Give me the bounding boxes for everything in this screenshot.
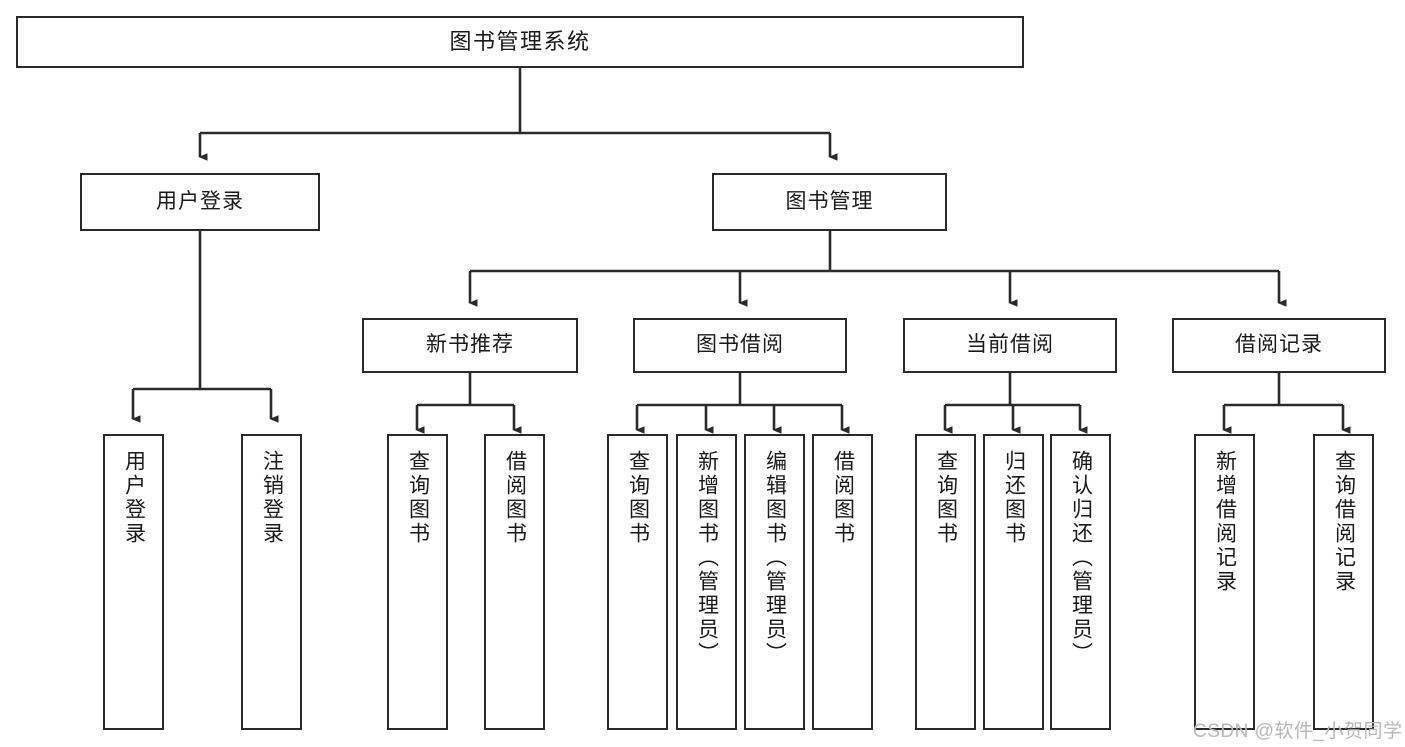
node-leaf-return-book[interactable]: 归还图书 <box>983 434 1044 730</box>
node-current-borrow-label: 当前借阅 <box>966 333 1054 357</box>
node-leaf-confirm-return-label: 确认归还（管理员） <box>1069 450 1093 666</box>
node-borrow-record[interactable]: 借阅记录 <box>1172 318 1386 373</box>
node-leaf-borrow-book-recommend-label: 借阅图书 <box>503 450 527 546</box>
node-leaf-query-book-current-label: 查询图书 <box>934 450 958 546</box>
node-leaf-add-borrow-record[interactable]: 新增借阅记录 <box>1194 434 1255 730</box>
node-leaf-query-book-recommend[interactable]: 查询图书 <box>387 434 448 730</box>
node-leaf-query-book-recommend-label: 查询图书 <box>406 450 430 546</box>
node-leaf-borrow-book-recommend[interactable]: 借阅图书 <box>484 434 545 730</box>
node-leaf-query-borrow-record[interactable]: 查询借阅记录 <box>1313 434 1374 730</box>
node-root-label: 图书管理系统 <box>449 29 591 55</box>
node-leaf-user-logout[interactable]: 注销登录 <box>241 434 302 730</box>
node-leaf-borrow-book[interactable]: 借阅图书 <box>812 434 873 730</box>
node-new-book-recommend-label: 新书推荐 <box>426 333 514 357</box>
node-leaf-return-book-label: 归还图书 <box>1002 450 1026 546</box>
node-book-borrow[interactable]: 图书借阅 <box>633 318 847 373</box>
node-leaf-query-book-label: 查询图书 <box>626 450 650 546</box>
node-leaf-edit-book[interactable]: 编辑图书（管理员） <box>744 434 805 730</box>
node-leaf-query-borrow-record-label: 查询借阅记录 <box>1332 450 1356 594</box>
csdn-watermark: CSDN @软件_小贺同学 <box>1193 721 1403 742</box>
node-book-borrow-label: 图书借阅 <box>696 333 784 357</box>
node-new-book-recommend[interactable]: 新书推荐 <box>362 318 578 373</box>
node-user-login[interactable]: 用户登录 <box>80 173 320 231</box>
node-book-manage-label: 图书管理 <box>785 189 874 213</box>
node-leaf-add-book-label: 新增图书（管理员） <box>695 450 719 666</box>
node-leaf-edit-book-label: 编辑图书（管理员） <box>763 450 787 666</box>
node-leaf-borrow-book-label: 借阅图书 <box>831 450 855 546</box>
node-leaf-query-book[interactable]: 查询图书 <box>607 434 668 730</box>
node-leaf-user-login[interactable]: 用户登录 <box>103 434 164 730</box>
node-borrow-record-label: 借阅记录 <box>1235 333 1323 357</box>
node-leaf-user-logout-label: 注销登录 <box>260 450 284 546</box>
node-leaf-query-book-current[interactable]: 查询图书 <box>915 434 976 730</box>
node-book-manage[interactable]: 图书管理 <box>712 173 947 231</box>
node-user-login-label: 用户登录 <box>156 189 244 213</box>
node-root[interactable]: 图书管理系统 <box>16 16 1024 68</box>
node-leaf-add-book[interactable]: 新增图书（管理员） <box>676 434 737 730</box>
node-leaf-confirm-return[interactable]: 确认归还（管理员） <box>1050 434 1111 730</box>
node-leaf-add-borrow-record-label: 新增借阅记录 <box>1213 450 1237 594</box>
node-leaf-user-login-label: 用户登录 <box>122 450 146 546</box>
node-current-borrow[interactable]: 当前借阅 <box>903 318 1117 373</box>
